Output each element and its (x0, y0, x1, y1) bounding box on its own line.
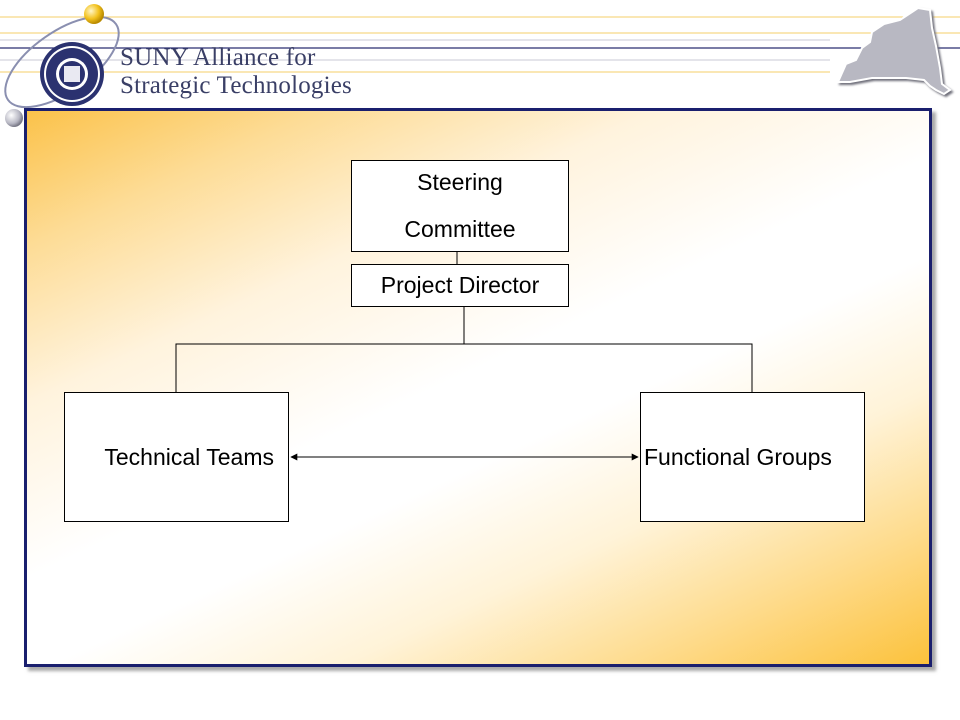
new-york-state-map-icon (836, 6, 952, 96)
node-technical-label: Technical Teams (104, 443, 274, 470)
node-functional-label: Functional Groups (644, 443, 832, 470)
brand-title-line1: SUNY Alliance for (120, 44, 316, 71)
node-steering-label-line2: Committee (404, 216, 516, 242)
node-project-director: Project Director (351, 264, 569, 307)
brand-title-line2: Strategic Technologies (120, 72, 352, 99)
node-steering-committee: Steering Committee (351, 160, 569, 252)
header-rules (0, 16, 960, 73)
suny-seal-icon (4, 4, 120, 127)
node-steering-label-line1: Steering (417, 169, 503, 195)
node-functional-groups: Functional Groups (640, 392, 865, 522)
brand-title: SUNY Alliance for Strategic Technologies (120, 44, 352, 100)
node-director-label: Project Director (380, 272, 540, 298)
node-technical-teams: Technical Teams (64, 392, 289, 522)
